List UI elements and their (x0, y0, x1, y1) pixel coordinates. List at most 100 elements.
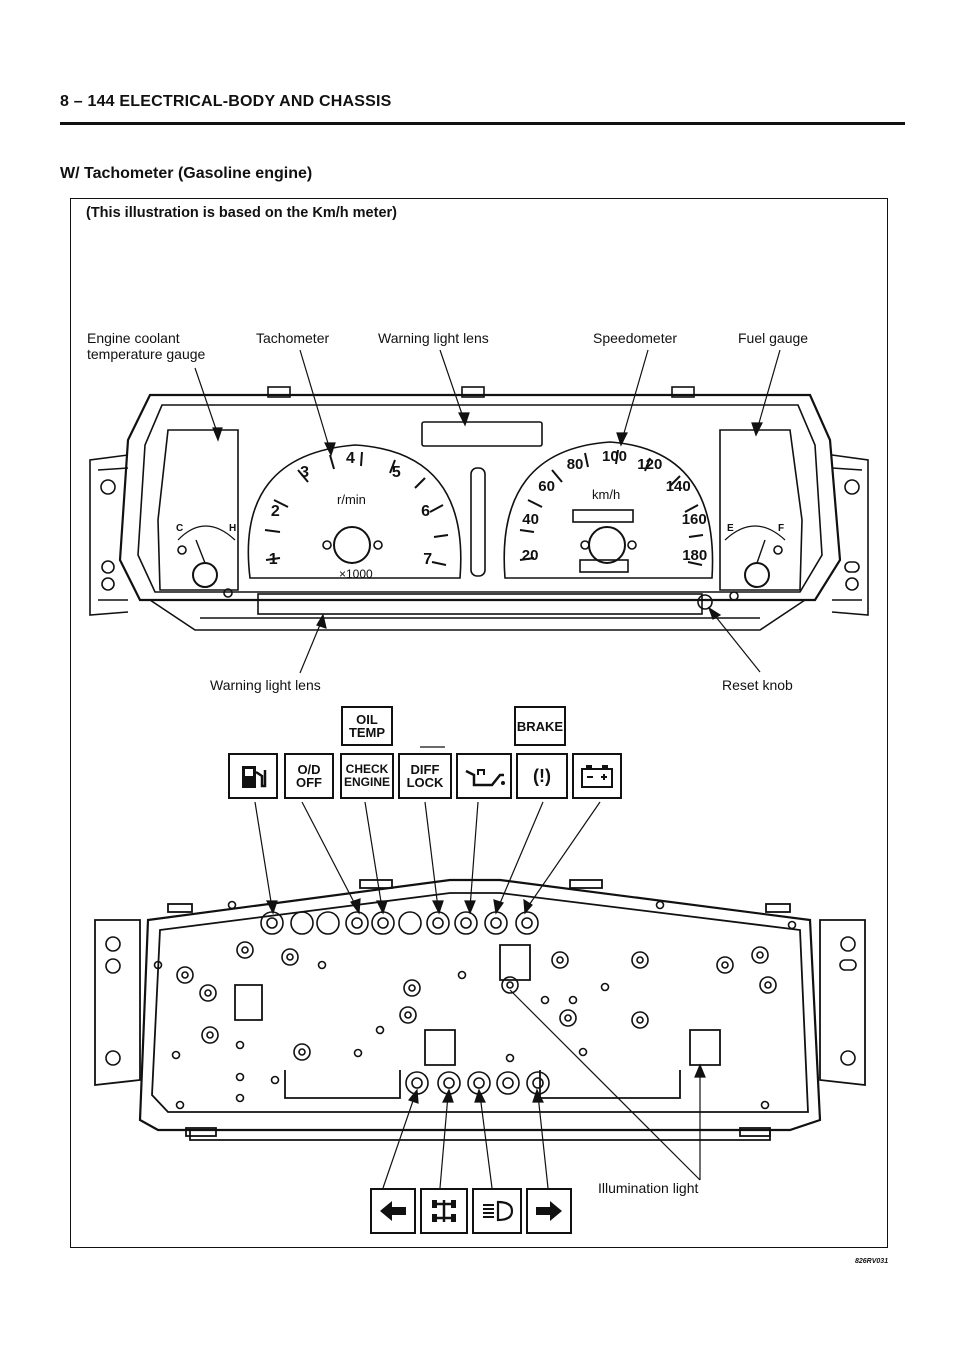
mounting-hole (760, 1100, 770, 1110)
oil-can-icon (456, 753, 512, 799)
mounting-hole (227, 900, 237, 910)
speed-number-20: 20 (521, 547, 539, 565)
label-fuel-gauge: Fuel gauge (738, 330, 809, 346)
diff-lock-indicator: DIFF LOCK (398, 753, 452, 799)
odometer-window (572, 509, 634, 523)
illumination-socket (631, 1011, 649, 1029)
coolant-c-label: C (176, 523, 184, 534)
illumination-socket (559, 1009, 577, 1027)
tach-number-1: 1 (268, 550, 278, 568)
illumination-socket (751, 946, 769, 964)
high-beam-icon (472, 1188, 522, 1234)
check-engine-indicator: CHECK ENGINE (340, 753, 394, 799)
mounting-hole (175, 1100, 185, 1110)
reset-knob (697, 594, 713, 610)
bulb (490, 917, 502, 929)
coolant-gauge-panel (157, 429, 239, 591)
bulb-socket (454, 911, 478, 935)
mounting-hole (235, 1093, 245, 1103)
illumination-bulb (564, 1014, 572, 1022)
mounting-hole (171, 1050, 181, 1060)
speedometer-hub (588, 526, 626, 564)
illumination-bulb (636, 1016, 644, 1024)
fuel-gauge-panel (719, 429, 803, 591)
turn-left-arrow-icon (370, 1188, 416, 1234)
turn-right-arrow-icon (526, 1188, 572, 1234)
illumination-bulb (206, 1031, 214, 1039)
label-coolant-gauge: Engine coolant temperature gauge (87, 330, 206, 362)
illumination-bulb (636, 956, 644, 964)
bulb (411, 1077, 423, 1089)
bulb (460, 917, 472, 929)
fuel-f-label: F (778, 523, 785, 534)
mounting-hole (317, 960, 327, 970)
bulb (521, 917, 533, 929)
illumination-bulb (241, 946, 249, 954)
mount-hole (101, 577, 115, 591)
illumination-socket (176, 966, 194, 984)
figure-id: 826RV031 (855, 1258, 889, 1265)
speed-number-120: 120 (637, 455, 663, 473)
tach-number-3: 3 (300, 464, 310, 482)
bulb (532, 1077, 544, 1089)
front-cluster-housing (89, 386, 869, 631)
speed-number-100: 100 (602, 448, 628, 465)
mount-hole (101, 560, 115, 574)
tach-number-5: 5 (391, 464, 401, 482)
tach-number-7: 7 (423, 550, 433, 568)
illumination-socket (501, 976, 519, 994)
illumination-socket (399, 1006, 417, 1024)
bulb (443, 1077, 455, 1089)
speed-number-140: 140 (665, 478, 691, 496)
label-illumination-light: Illumination light (598, 1180, 699, 1196)
tachometer-dial (247, 444, 462, 579)
mounting-hole (505, 1053, 515, 1063)
mounting-hole (540, 995, 550, 1005)
illumination-bulb (408, 984, 416, 992)
bulb-socket (515, 911, 539, 935)
mounting-hole (270, 1075, 280, 1085)
bulb-socket (371, 911, 395, 935)
illumination-bulb (181, 971, 189, 979)
bulb-socket (398, 911, 422, 935)
illumination-socket (631, 951, 649, 969)
mounting-hole (655, 900, 665, 910)
speed-number-80: 80 (566, 455, 584, 473)
mount-hole (845, 577, 859, 591)
bulb (266, 917, 278, 929)
mounting-hole (353, 1048, 363, 1058)
illustration-frame (70, 198, 888, 1248)
mounting-hole (787, 920, 797, 930)
mounting-hole (235, 1040, 245, 1050)
mounting-hole (568, 995, 578, 1005)
illumination-bulb (204, 989, 212, 997)
tachometer-hub (333, 526, 371, 564)
mounting-hole (457, 970, 467, 980)
speed-number-40: 40 (522, 510, 539, 528)
illumination-bulb (721, 961, 729, 969)
illumination-socket (281, 948, 299, 966)
illumination-socket (551, 951, 569, 969)
speed-number-160: 160 (681, 510, 707, 528)
bulb (432, 917, 444, 929)
mounting-hole (600, 982, 610, 992)
bulb-socket (345, 911, 369, 935)
speed-number-60: 60 (538, 478, 555, 496)
illumination-bulb (404, 1011, 412, 1019)
illumination-socket (199, 984, 217, 1002)
od-off-indicator: O/D OFF (284, 753, 334, 799)
brake-indicator: BRAKE (514, 706, 566, 746)
illumination-bulb (556, 956, 564, 964)
bulb (377, 917, 389, 929)
illumination-socket (403, 979, 421, 997)
fuel-e-label: E (727, 523, 734, 534)
tach-number-6: 6 (421, 502, 431, 520)
mount-hole (844, 479, 860, 495)
illumination-bulb (286, 953, 294, 961)
illumination-bulb (756, 951, 764, 959)
fuel-gauge-hub (744, 562, 770, 588)
bulb-socket (484, 911, 508, 935)
fuel-pump-icon (228, 753, 278, 799)
tach-number-4: 4 (346, 450, 355, 467)
